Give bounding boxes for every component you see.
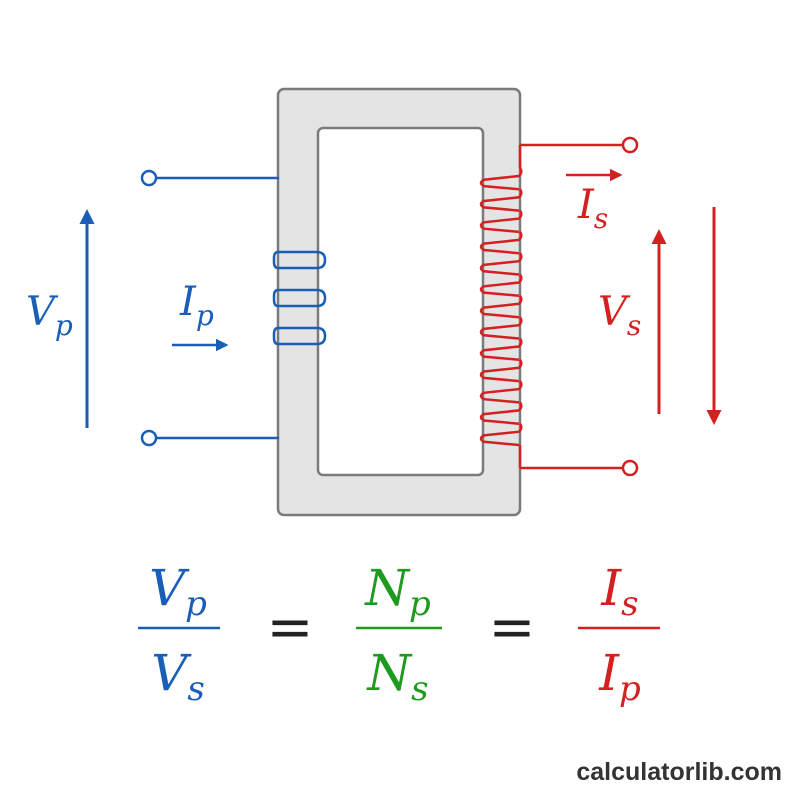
vp-label: Vp (26, 289, 73, 342)
primary-top-terminal (140, 169, 158, 187)
voltage-ratio: Vp Vs (138, 559, 220, 709)
primary-circuit: Vp Ip (26, 169, 327, 447)
current-ratio-denominator: Ip (598, 644, 641, 709)
equals-sign-1: = (267, 595, 314, 660)
vs-label: Vs (598, 289, 641, 342)
current-ratio: Is Ip (578, 559, 660, 709)
turns-ratio-numerator: Np (364, 559, 431, 624)
core-shape (276, 87, 522, 517)
equals-sign-2: = (489, 595, 536, 660)
primary-bottom-terminal (140, 429, 158, 447)
transformer-core (276, 87, 522, 517)
secondary-winding-turns (479, 167, 523, 447)
secondary-bottom-terminal (621, 459, 639, 477)
voltage-ratio-denominator: Vs (151, 644, 205, 709)
primary-winding (272, 250, 327, 346)
current-ratio-numerator: Is (600, 559, 638, 624)
is-label: Is (577, 182, 608, 235)
ip-label: Ip (179, 279, 214, 332)
turns-ratio: Np Ns (356, 559, 442, 709)
voltage-ratio-numerator: Vp (149, 559, 207, 624)
turns-ratio-denominator: Ns (366, 644, 428, 709)
secondary-circuit: Is Vs (479, 136, 722, 477)
secondary-winding (479, 167, 523, 447)
turns-ratio-equation: Vp Vs = Np Ns = Is Ip (138, 559, 660, 709)
secondary-top-terminal (621, 136, 639, 154)
watermark: calculatorlib.com (576, 758, 782, 786)
